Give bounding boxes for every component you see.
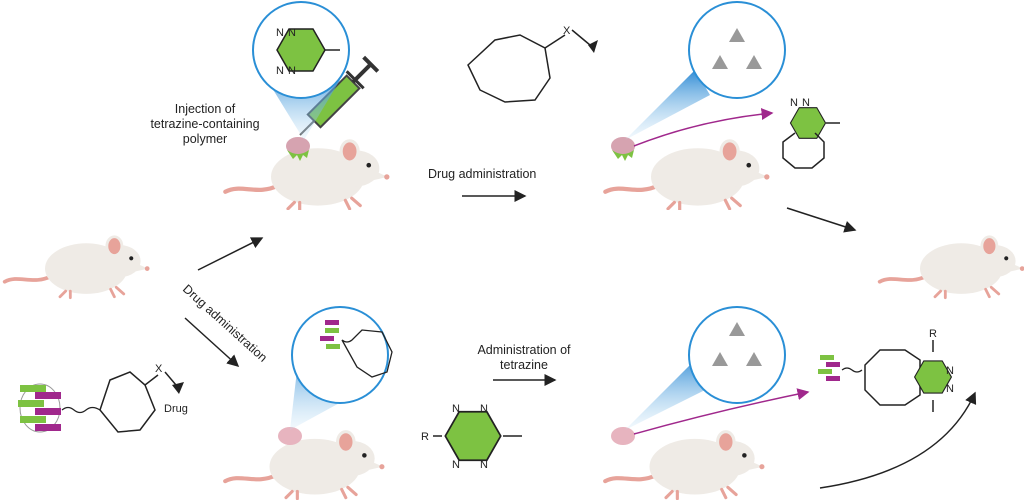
svg-text:R: R: [421, 431, 429, 443]
svg-text:N: N: [802, 97, 810, 109]
release-arrow: [633, 388, 810, 435]
magnifier-released-drug: [688, 1, 786, 99]
tumor-site: [611, 137, 635, 155]
drug-triangle-icon: [588, 40, 598, 53]
mouse-untreated: [2, 234, 150, 300]
antibody-drug-conjugate: [18, 371, 177, 433]
arrow-to-adc-route: [184, 317, 240, 368]
svg-text:N: N: [288, 65, 296, 77]
arrow-to-result-bottom: [819, 391, 977, 489]
svg-text:X: X: [155, 363, 163, 375]
tetrazine-r-structure: R N N N N: [421, 403, 522, 471]
click-product-structure: N N: [782, 97, 840, 169]
antibody-tco-conjugate: [320, 320, 393, 378]
arrow-to-result: [786, 207, 857, 233]
svg-text:N: N: [452, 403, 460, 415]
svg-text:N: N: [946, 365, 954, 377]
svg-text:N: N: [480, 403, 488, 415]
svg-text:N: N: [276, 65, 284, 77]
svg-text:N: N: [946, 383, 954, 395]
drug-administration-label: Drug administration: [428, 167, 536, 181]
injection-label: tetrazine-containing: [150, 117, 259, 131]
magnifier-bound-prodrug: [291, 306, 389, 404]
magnify-cone: [625, 70, 710, 140]
injection-label: Injection of: [175, 102, 236, 116]
tetrazine-structure: N N N N: [276, 27, 340, 77]
mouse-drug-administered: [225, 432, 384, 499]
svg-text:R: R: [929, 328, 937, 340]
tumor-site: [611, 427, 635, 445]
drug-administration-label-diagonal: Drug administration: [180, 282, 270, 365]
arrow-to-polymer-route: [197, 237, 264, 271]
drug-molecules: [712, 322, 762, 366]
antibody-click-product: R N N: [818, 328, 954, 412]
svg-text:N: N: [452, 459, 460, 471]
svg-text:X: X: [563, 25, 571, 37]
magnifier-released-drug: [688, 306, 786, 404]
tetrazine-administration-label: tetrazine: [500, 358, 548, 372]
tco-drug-structure: [467, 29, 591, 103]
drug-triangle-icon: [172, 382, 184, 394]
svg-text:N: N: [288, 27, 296, 39]
tumor-site: [286, 137, 310, 155]
mouse-result: [877, 234, 1024, 300]
polymer-deposit: [612, 150, 634, 161]
svg-text:N: N: [480, 459, 488, 471]
svg-text:N: N: [276, 27, 284, 39]
svg-text:Drug: Drug: [164, 403, 188, 415]
release-arrow: [633, 108, 774, 147]
injection-label: polymer: [183, 132, 227, 146]
tumor-site: [278, 427, 302, 445]
drug-molecules: [712, 28, 762, 69]
polymer-deposit: [287, 150, 309, 161]
svg-text:N: N: [790, 97, 798, 109]
tetrazine-administration-label: Administration of: [477, 343, 571, 357]
